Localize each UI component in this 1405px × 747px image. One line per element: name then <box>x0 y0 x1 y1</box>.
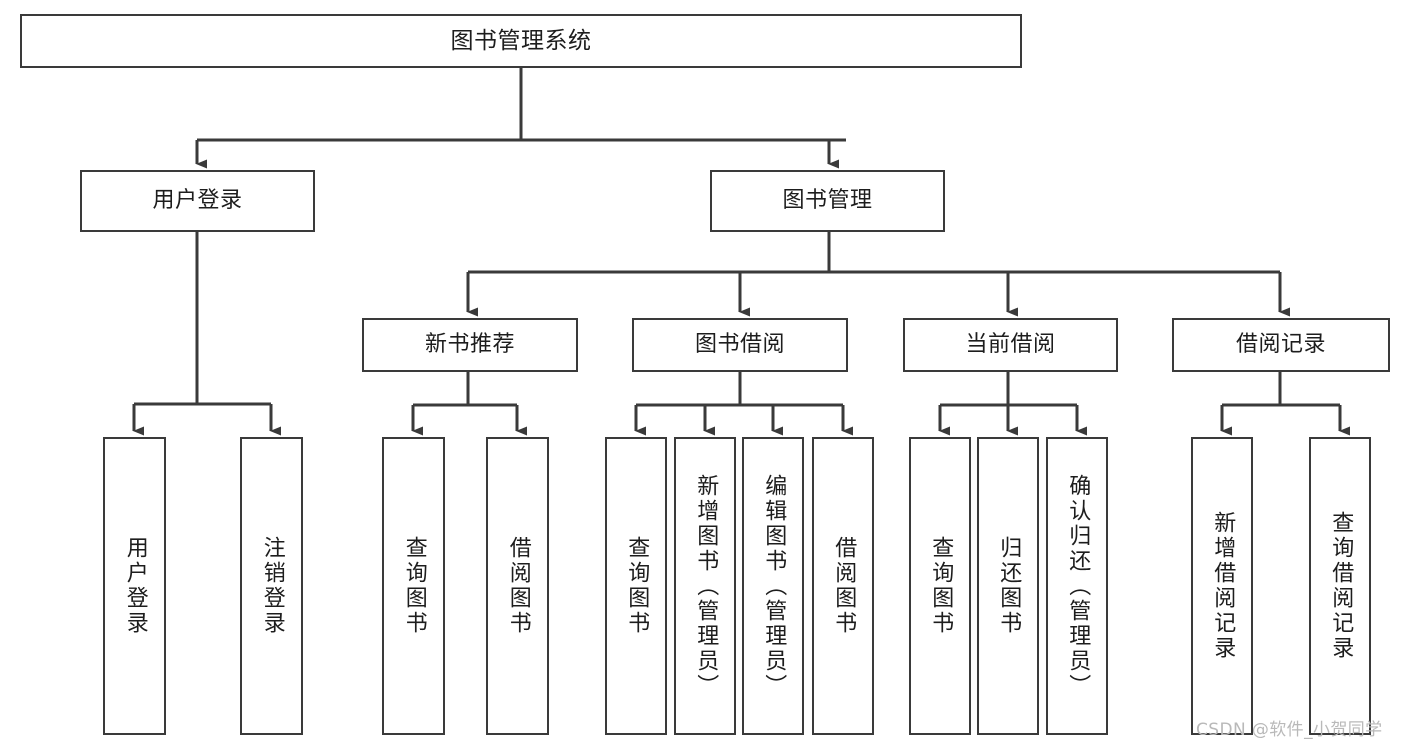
node-label: 图书借阅 <box>694 331 785 357</box>
node-label: 借阅图书 <box>505 536 531 636</box>
node-label: 编辑图书（管理员） <box>761 473 787 699</box>
node-label: 归还图书 <box>996 536 1022 636</box>
node-book-borrowing[interactable]: 图书借阅 <box>632 318 848 372</box>
node-label: 当前借阅 <box>965 331 1056 357</box>
node-borrowing-record[interactable]: 借阅记录 <box>1172 318 1390 372</box>
node-label: 用户登录 <box>152 187 243 213</box>
node-label: 查询图书 <box>624 536 650 636</box>
leaf-borrow-add-book-admin[interactable]: 新增图书（管理员） <box>674 437 736 735</box>
node-label: 图书管理 <box>782 187 873 213</box>
node-label: 新增图书（管理员） <box>693 473 719 699</box>
leaf-borrow-query-books[interactable]: 查询图书 <box>605 437 667 735</box>
node-current-borrowing[interactable]: 当前借阅 <box>903 318 1118 372</box>
leaf-current-confirm-return-admin[interactable]: 确认归还（管理员） <box>1046 437 1108 735</box>
leaf-current-return-books[interactable]: 归还图书 <box>977 437 1039 735</box>
node-root-book-management-system[interactable]: 图书管理系统 <box>20 14 1022 68</box>
leaf-user-login[interactable]: 用户登录 <box>103 437 166 735</box>
leaf-record-add-record[interactable]: 新增借阅记录 <box>1191 437 1253 735</box>
node-label: 查询图书 <box>928 536 954 636</box>
node-label: 查询借阅记录 <box>1328 511 1354 661</box>
node-label: 新书推荐 <box>424 331 515 357</box>
leaf-borrow-borrow-books[interactable]: 借阅图书 <box>812 437 874 735</box>
node-label: 图书管理系统 <box>450 27 592 54</box>
node-label: 注销登录 <box>259 536 285 636</box>
node-label: 新增借阅记录 <box>1210 511 1236 661</box>
node-book-management[interactable]: 图书管理 <box>710 170 945 232</box>
leaf-newbook-borrow-books[interactable]: 借阅图书 <box>486 437 549 735</box>
node-label: 确认归还（管理员） <box>1065 473 1091 699</box>
leaf-newbook-query-books[interactable]: 查询图书 <box>382 437 445 735</box>
csdn-watermark: CSDN @软件_小贺同学 <box>1196 720 1383 740</box>
node-new-book-recommendation[interactable]: 新书推荐 <box>362 318 578 372</box>
leaf-current-query-books[interactable]: 查询图书 <box>909 437 971 735</box>
leaf-record-query-record[interactable]: 查询借阅记录 <box>1309 437 1371 735</box>
node-label: 借阅图书 <box>831 536 857 636</box>
leaf-borrow-edit-book-admin[interactable]: 编辑图书（管理员） <box>742 437 804 735</box>
node-label: 借阅记录 <box>1235 331 1326 357</box>
node-label: 用户登录 <box>122 536 148 636</box>
node-label: 查询图书 <box>401 536 427 636</box>
node-user-login[interactable]: 用户登录 <box>80 170 315 232</box>
leaf-logout[interactable]: 注销登录 <box>240 437 303 735</box>
